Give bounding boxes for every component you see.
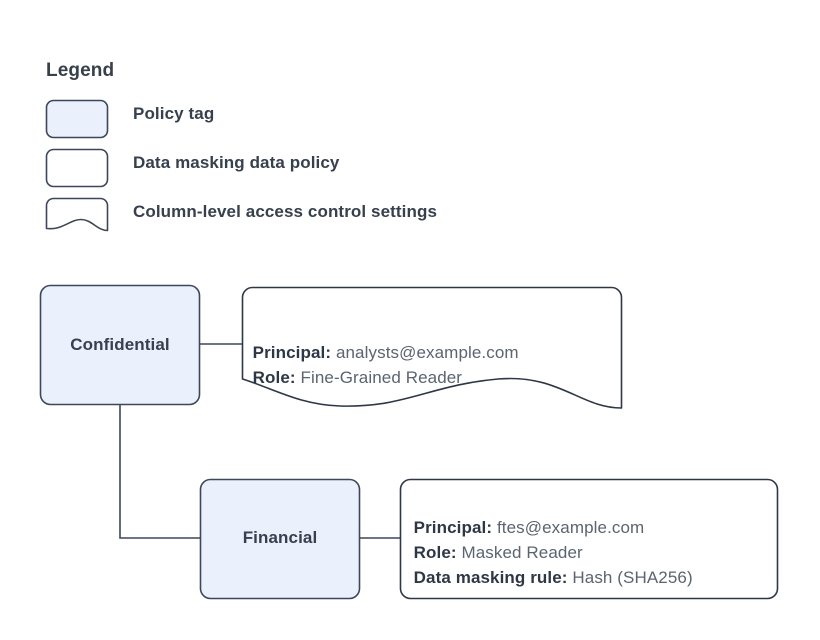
node-label-financial: Financial bbox=[242, 528, 318, 547]
legend-swatch-policy-tag bbox=[45, 99, 109, 139]
card-b-role-value: Masked Reader bbox=[456, 543, 583, 562]
card-a-row-role: Role: Fine-Grained Reader bbox=[243, 348, 462, 388]
legend-swatch-data-masking-policy bbox=[45, 148, 109, 188]
connector-confidential-to-financial bbox=[119, 405, 200, 539]
card-b-principal-value: ftes@example.com bbox=[492, 518, 645, 537]
card-b-row-role: Role: Masked Reader bbox=[404, 523, 583, 563]
card-b-masking-rule-value: Hash (SHA256) bbox=[567, 568, 693, 587]
card-b-principal-label: Principal: bbox=[413, 518, 493, 537]
card-b-role-label: Role: bbox=[413, 543, 457, 562]
card-column-level-access-control[interactable] bbox=[241, 286, 623, 409]
node-confidential[interactable] bbox=[39, 284, 201, 406]
card-b-row-principal: Principal: ftes@example.com bbox=[404, 498, 645, 538]
legend-title: Legend bbox=[46, 60, 115, 81]
card-b-masking-rule-label: Data masking rule: bbox=[413, 568, 568, 587]
legend-item-label-policy-tag: Policy tag bbox=[133, 104, 215, 123]
legend-item-label-data-masking-policy: Data masking data policy bbox=[133, 153, 340, 172]
legend-swatch-column-level-access bbox=[45, 197, 109, 232]
card-a-principal-label: Principal: bbox=[252, 343, 332, 362]
card-a-principal-value: analysts@example.com bbox=[331, 343, 519, 362]
card-data-masking-policy[interactable] bbox=[399, 478, 779, 600]
node-financial[interactable] bbox=[199, 478, 361, 600]
card-a-role-value: Fine-Grained Reader bbox=[295, 368, 463, 387]
card-a-role-label: Role: bbox=[252, 368, 296, 387]
card-b-row-masking-rule: Data masking rule: Hash (SHA256) bbox=[404, 548, 693, 588]
node-label-confidential: Confidential bbox=[70, 335, 170, 354]
card-a-row-principal: Principal: analysts@example.com bbox=[243, 323, 519, 363]
legend-item-label-column-level-access: Column-level access control settings bbox=[133, 202, 438, 221]
